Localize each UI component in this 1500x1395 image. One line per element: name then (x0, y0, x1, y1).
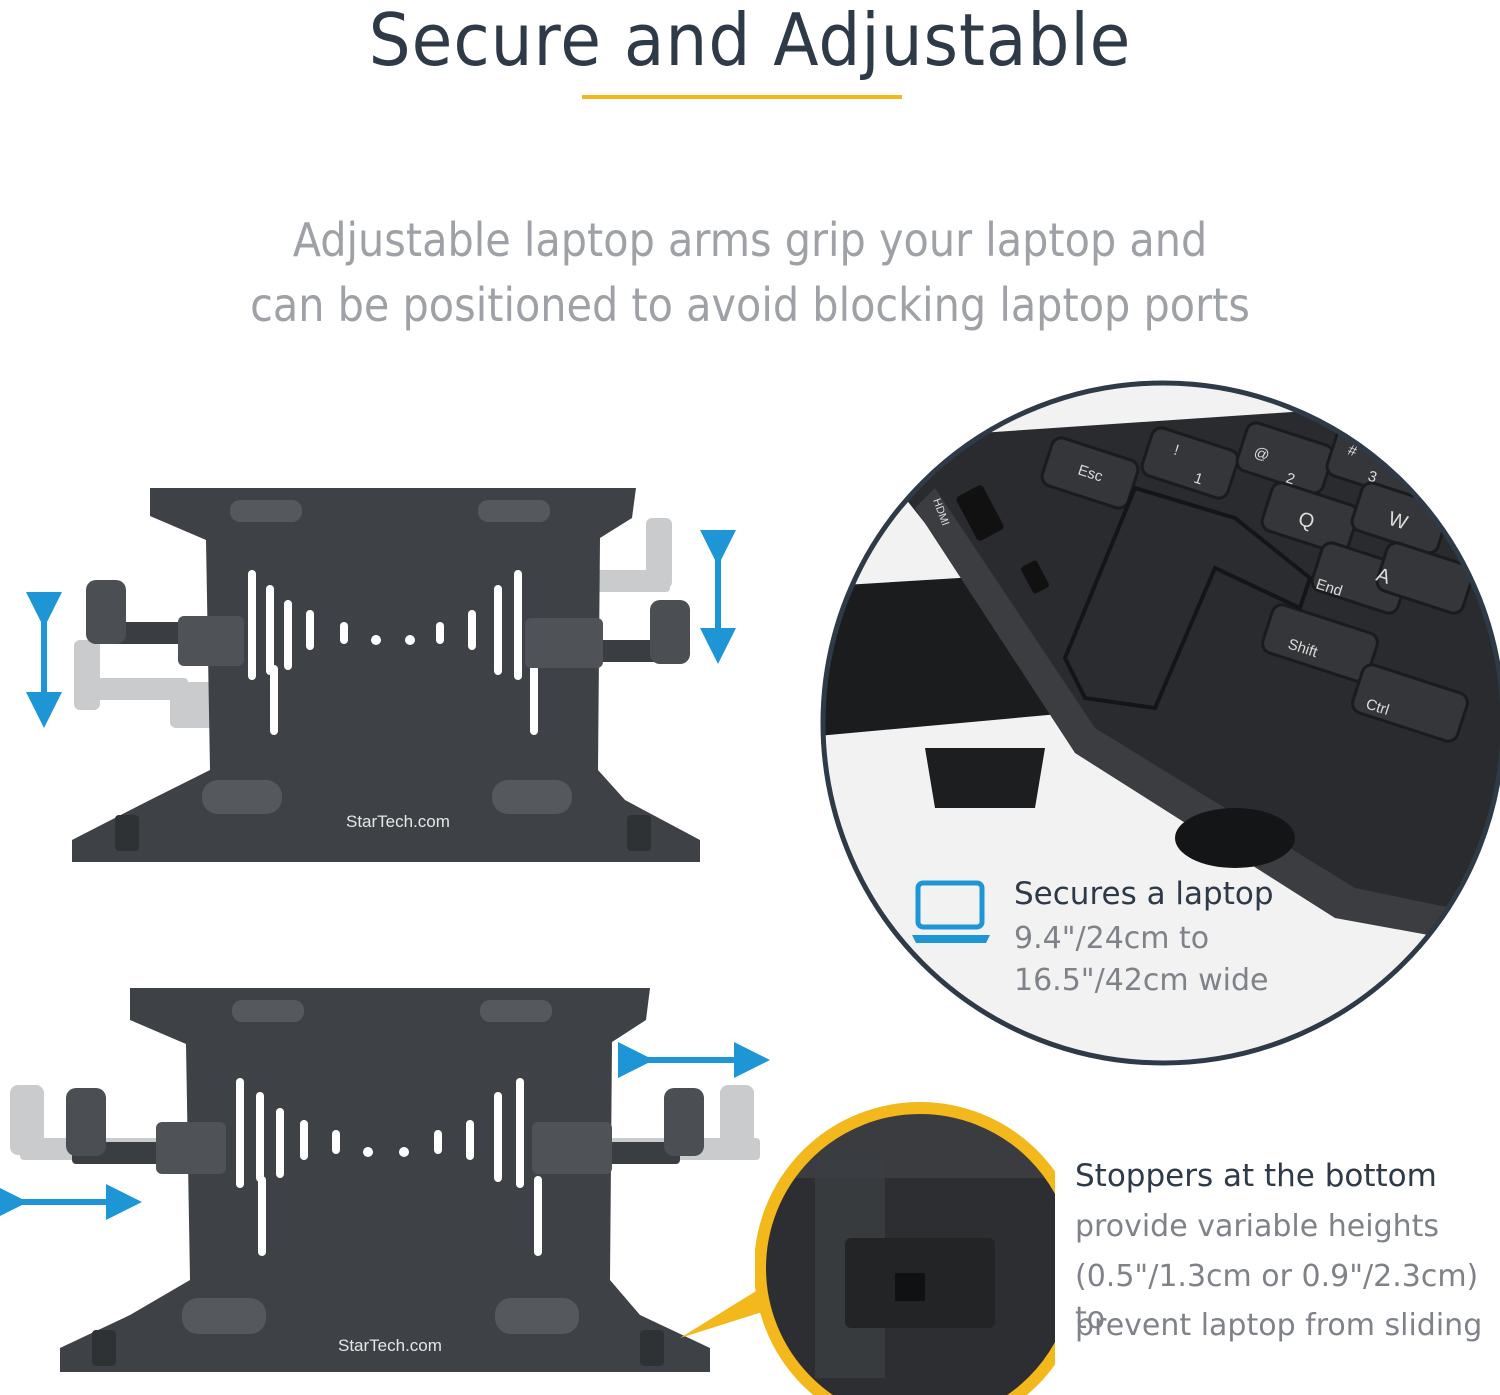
clamp (1062, 485, 1313, 711)
feature-stoppers-title: Stoppers at the bottom (1075, 1158, 1437, 1194)
tray-vertical-adjust-illustration (26, 488, 736, 862)
feature-laptop-line1: 9.4"/24cm to (1014, 921, 1210, 956)
tray-logo-bottom: StarTech.com (338, 1336, 442, 1355)
tray-slots-bottom (236, 1078, 542, 1256)
tray-logo-top: StarTech.com (346, 812, 450, 831)
tray-horizontal-adjust-illustration (0, 988, 780, 1372)
feature-laptop-title: Secures a laptop (1014, 876, 1274, 912)
feature-stoppers-line1: provide variable heights (1075, 1209, 1440, 1244)
laptop-icon (912, 880, 990, 943)
title-underline (582, 95, 902, 99)
key-excl: ! (1172, 442, 1181, 459)
subtitle-line-1: Adjustable laptop arms grip your laptop … (292, 213, 1208, 267)
callout-pointer (680, 1276, 780, 1338)
stopper-closeup (755, 1102, 1055, 1395)
page-title: Secure and Adjustable (368, 0, 1132, 82)
feature-stoppers-line3: prevent laptop from sliding (1075, 1308, 1483, 1343)
laptop-clamp-closeup: Esc ! 1 @ 2 # 3 Q W A End Shift Ctrl HDM… (820, 380, 1500, 1066)
key-q: Q (1295, 508, 1317, 534)
tray-plate-bottom (60, 988, 710, 1372)
feature-laptop-line2: 16.5"/42cm wide (1014, 963, 1269, 998)
feature-stoppers-line2: (0.5"/1.3cm or 0.9"/2.3cm) to (1075, 1259, 1479, 1336)
tray-slots (248, 570, 538, 735)
tray-plate (72, 488, 700, 862)
arms-retracted (66, 1088, 704, 1174)
subtitle-line-2: can be positioned to avoid blocking lapt… (250, 278, 1250, 332)
arm-left-raised (86, 580, 244, 666)
arm-right-lowered (525, 600, 690, 668)
stopper-circle-border (755, 1102, 1055, 1395)
closeup-circle-border (820, 380, 1500, 1066)
key-at: @ (1252, 444, 1272, 465)
key-ctrl: Ctrl (1364, 696, 1391, 719)
